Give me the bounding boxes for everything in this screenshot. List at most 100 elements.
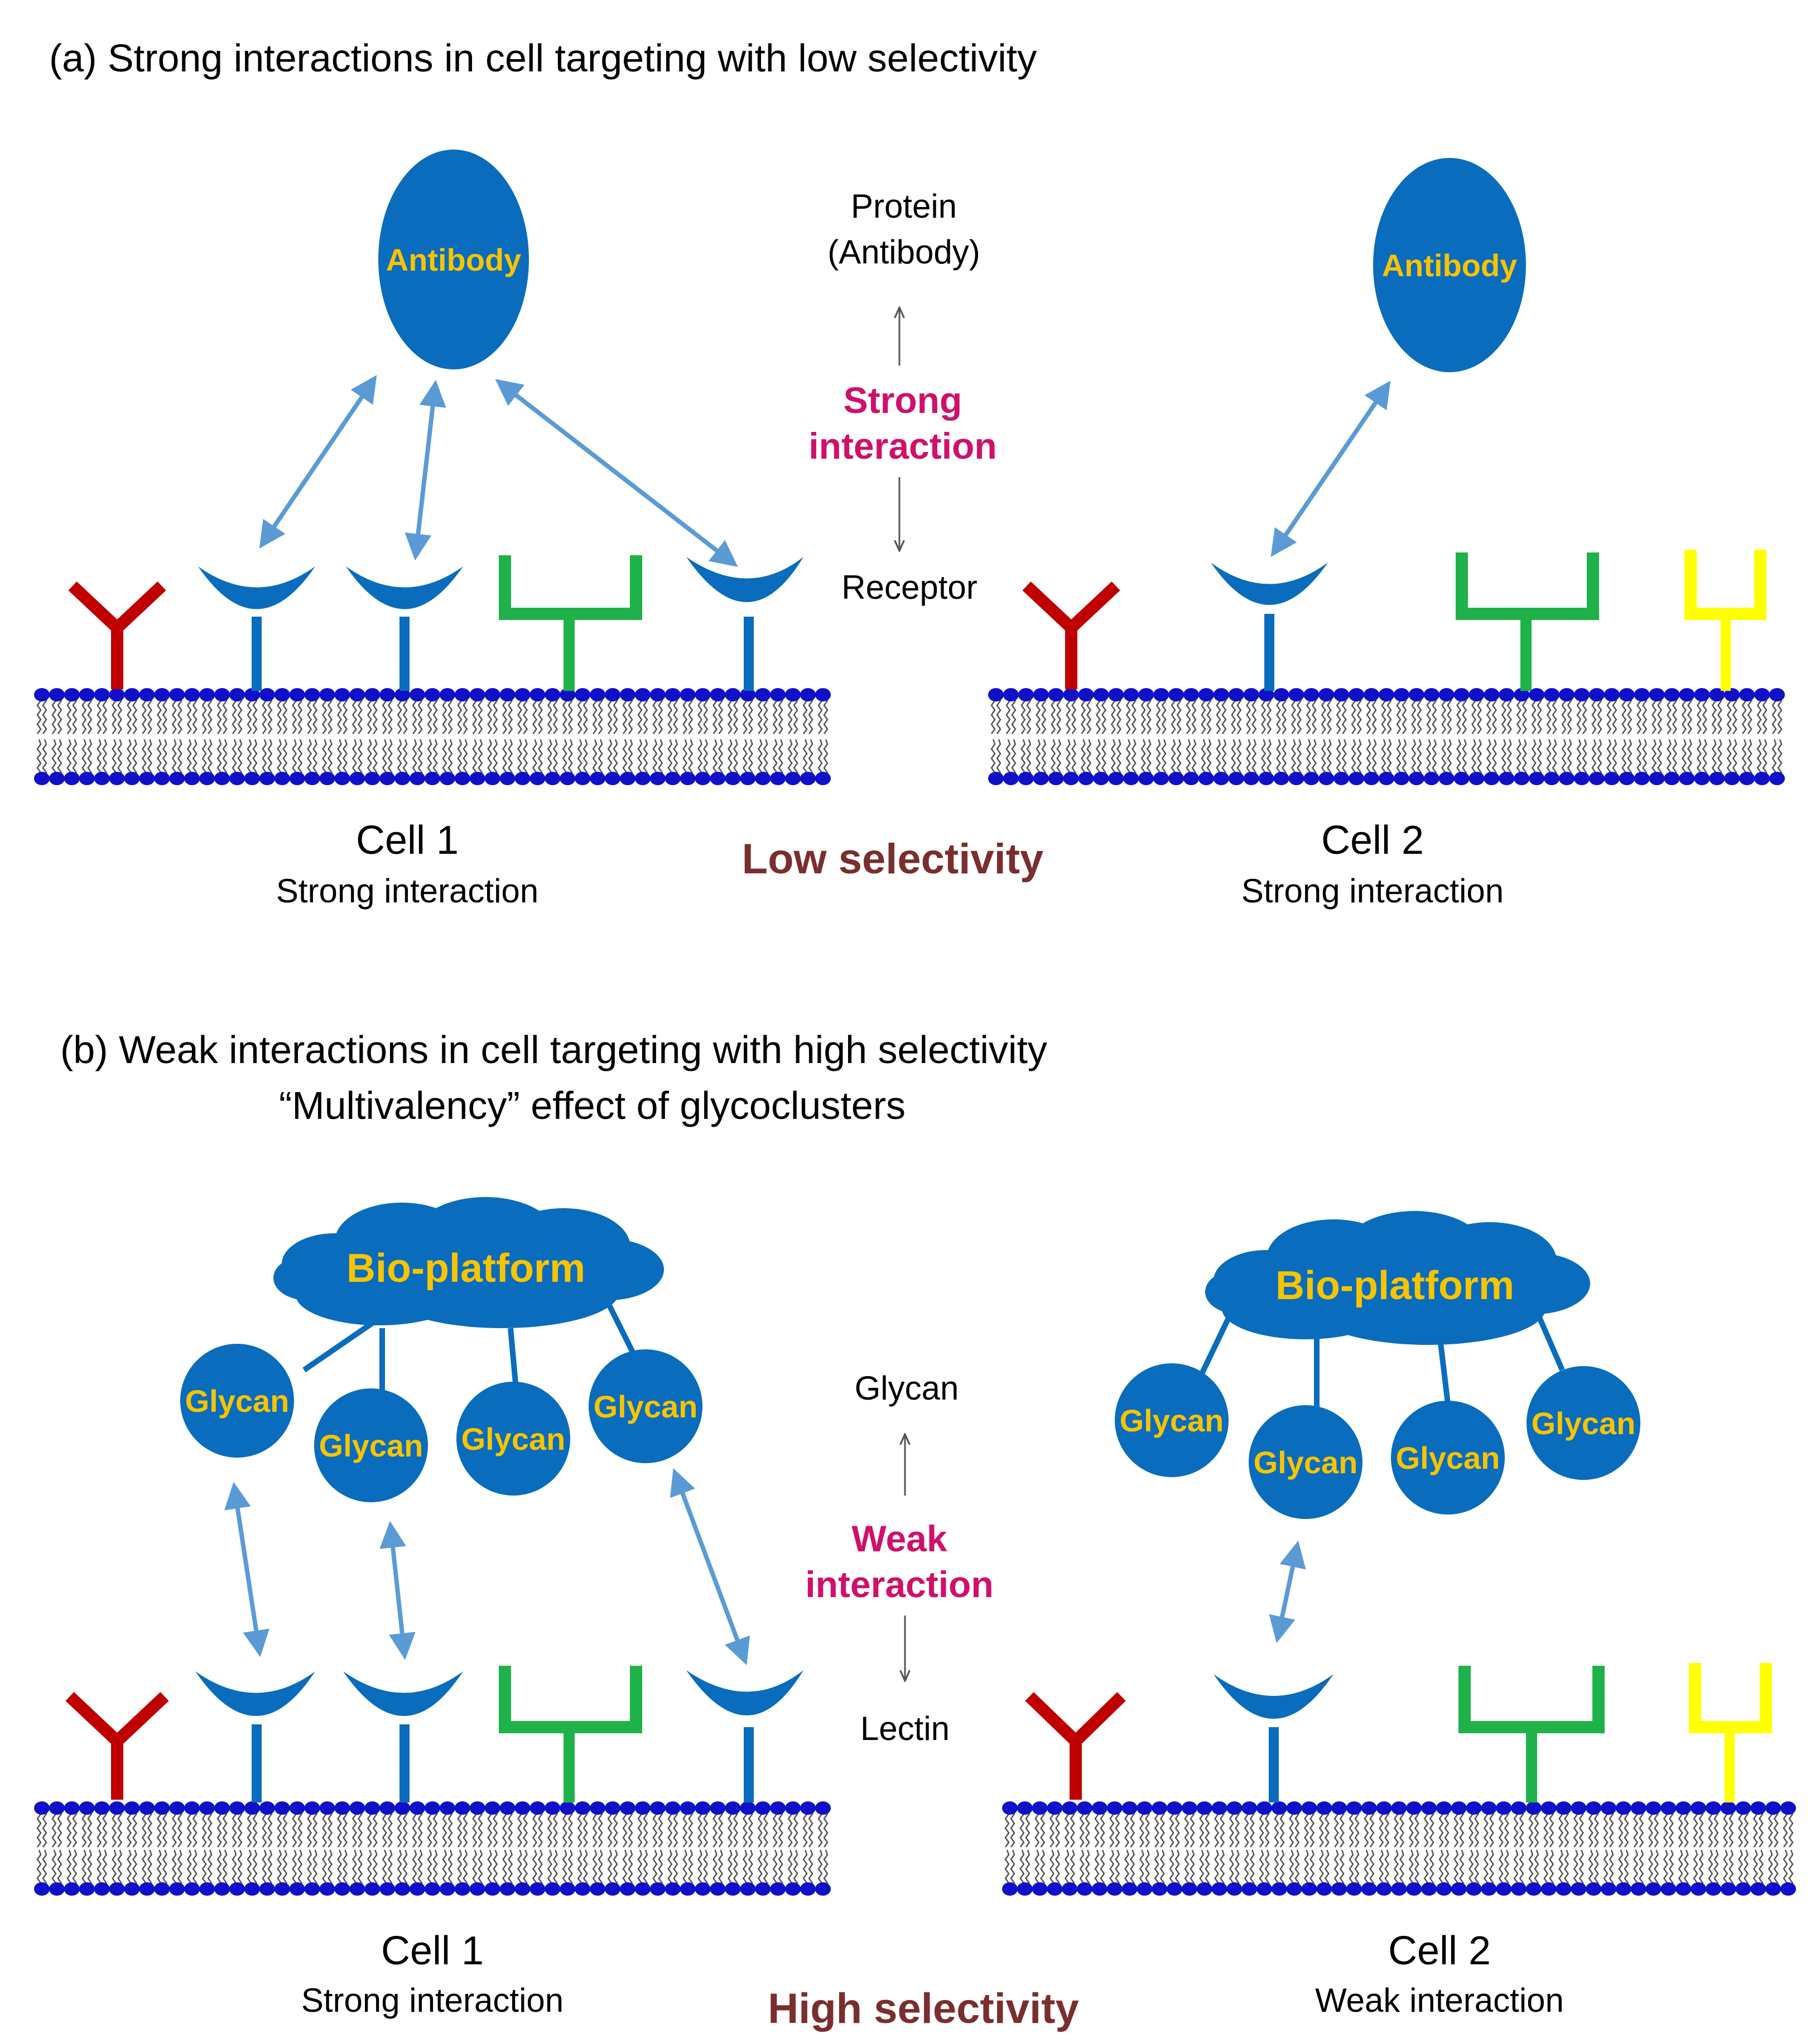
lipid-head (214, 1801, 230, 1815)
lipid-head (1586, 1882, 1602, 1896)
lipid-head (1108, 688, 1124, 701)
lipid-tail (322, 739, 328, 778)
lipid-tail (1578, 1849, 1584, 1888)
lipid-tail (487, 739, 493, 778)
lipid-head (1619, 688, 1635, 701)
lipid-head (785, 1882, 801, 1896)
antibody-label: Antibody (386, 242, 522, 277)
lipid-tail (1371, 739, 1377, 778)
lipid-head (1138, 688, 1154, 701)
lectin-receptor (346, 566, 463, 691)
lipid-head (229, 1882, 245, 1896)
lipid-head (1391, 1882, 1407, 1896)
lipid-head (1333, 688, 1350, 701)
lipid-tail (1155, 695, 1161, 734)
lipid-tail (1025, 1849, 1031, 1888)
lipid-head (49, 1801, 65, 1815)
lipid-tail (1234, 1849, 1240, 1888)
lipid-tail (1289, 1849, 1294, 1888)
lipid-tail (1066, 695, 1071, 734)
lipid-tail (262, 1849, 267, 1888)
lipid-head (499, 1882, 516, 1896)
lipid-tail (412, 739, 417, 778)
lipid-head (740, 1882, 756, 1896)
lipid-tail (367, 739, 372, 778)
lipid-tail (1190, 1809, 1195, 1848)
lipid-tail (1131, 739, 1137, 778)
lipid-tail (1276, 739, 1282, 778)
yellow-u-receptor (1684, 550, 1766, 691)
lipid-head (695, 688, 711, 701)
lipid-tail (1214, 1849, 1220, 1888)
lipid-tail (567, 739, 573, 778)
lipid-tail (1732, 695, 1737, 734)
lipid-tail (387, 739, 393, 778)
lipid-tail (772, 695, 778, 734)
lipid-tail (1236, 695, 1242, 734)
lipid-tail (1491, 695, 1497, 734)
red-y-receptor (68, 581, 166, 689)
lipid-head (815, 772, 831, 785)
binding-arrows-b (224, 1468, 1306, 1665)
lipid-tail (517, 739, 523, 778)
lipid-head (214, 1882, 230, 1896)
lipid-tail (1708, 1809, 1713, 1848)
lipid-tail (57, 1809, 62, 1848)
lipid-tail (748, 1809, 753, 1848)
lipid-tail (81, 1809, 87, 1848)
lipid-head (1634, 688, 1650, 701)
lipid-tail (562, 695, 567, 734)
lipid-head (334, 688, 350, 701)
lipid-tail (457, 695, 463, 734)
lipid-head (1660, 1882, 1677, 1896)
glycan-label: Glycan (594, 1389, 698, 1424)
lipid-tail (1191, 695, 1197, 734)
lipid-tail (637, 695, 643, 734)
lipid-tail (1396, 739, 1402, 778)
lipid-tail (1728, 1849, 1734, 1888)
lipid-tail (1506, 695, 1512, 734)
lipid-tail (307, 695, 312, 734)
lipid-tail (141, 1809, 147, 1848)
lipid-head (1453, 688, 1470, 701)
lipid-tail (622, 1849, 628, 1888)
lipid-tail (1064, 1849, 1070, 1888)
glycan-label: Glycan (461, 1421, 566, 1456)
lipid-tail (757, 1809, 763, 1848)
lipid-tail (42, 695, 47, 734)
lipid-head (1213, 772, 1229, 785)
lipid-head (665, 1801, 681, 1815)
lipid-tail (1205, 1809, 1210, 1848)
lipid-head (1645, 1882, 1662, 1896)
lipid-tail (1041, 739, 1047, 778)
lipid-head (1679, 772, 1695, 785)
lipid-tail (1051, 739, 1056, 778)
lipid-head (139, 1801, 155, 1815)
red-y-receptor (1025, 1692, 1126, 1800)
lipid-head (800, 688, 816, 701)
lipid-head (1243, 772, 1259, 785)
lipid-head (815, 1882, 831, 1896)
lipid-tail (1393, 1849, 1399, 1888)
lipid-tail (117, 739, 123, 778)
lipid-head (1481, 1801, 1497, 1815)
lipid-head (725, 688, 741, 701)
lipid-tail (1426, 739, 1432, 778)
lipid-tail (342, 1809, 348, 1848)
lipid-tail (1384, 1809, 1390, 1848)
lipid-tail (778, 695, 783, 734)
lipid-head (1106, 1882, 1123, 1896)
lipid-tail (802, 739, 808, 778)
lipid-tail (1429, 1809, 1434, 1848)
lipid-tail (1341, 695, 1347, 734)
lipid-head (289, 1801, 305, 1815)
cell1-desc: Strong interaction (276, 872, 538, 910)
lipid-tail (1672, 739, 1678, 778)
lipid-head (1108, 772, 1124, 785)
lipid-tail (787, 1809, 793, 1848)
lipid-head (1183, 772, 1199, 785)
lipid-tail (996, 695, 1002, 734)
lipid-tail (1169, 1849, 1174, 1888)
lipid-head (770, 1801, 786, 1815)
lipid-tail (1552, 695, 1557, 734)
